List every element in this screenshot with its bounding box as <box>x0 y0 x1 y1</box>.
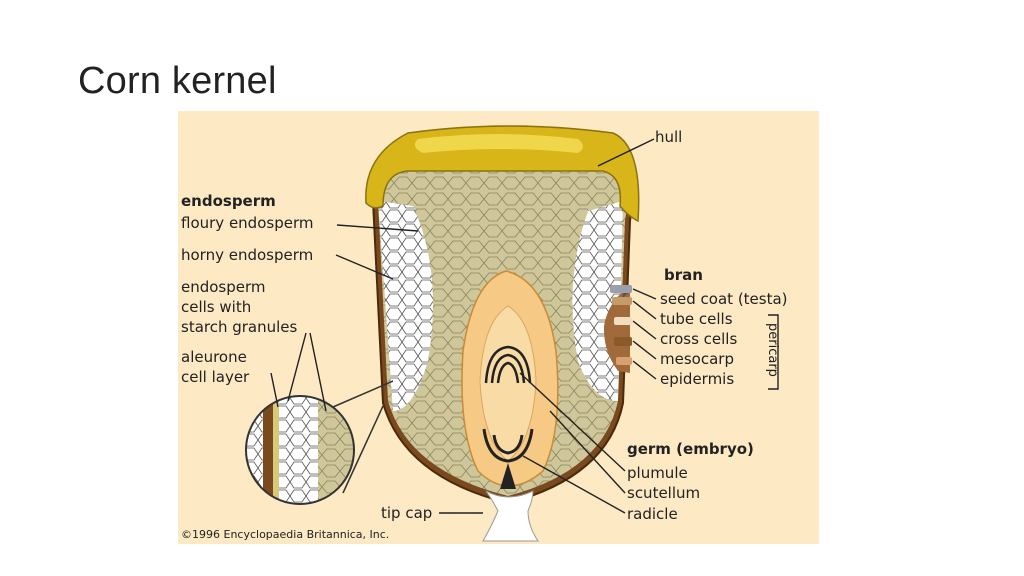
label-horny-endosperm: horny endosperm <box>181 246 314 264</box>
horny-endosperm-left <box>378 201 433 411</box>
label-pericarp: pericarp <box>765 323 780 377</box>
label-aleurone-2: cell layer <box>181 368 250 386</box>
label-floury-endosperm: floury endosperm <box>181 214 314 232</box>
corn-kernel-diagram: hull endosperm floury endosperm horny en… <box>178 111 819 544</box>
label-endosperm-cells-2: cells with <box>181 298 252 316</box>
label-bran-heading: bran <box>664 266 703 284</box>
label-hull: hull <box>655 128 683 146</box>
aleurone-zoom <box>246 396 354 504</box>
label-cross-cells: cross cells <box>660 330 738 348</box>
label-mesocarp: mesocarp <box>660 350 734 368</box>
label-endosperm-cells-3: starch granules <box>181 318 298 336</box>
copyright-notice: ©1996 Encyclopaedia Britannica, Inc. <box>181 528 390 541</box>
label-tip-cap: tip cap <box>381 504 433 522</box>
label-tube-cells: tube cells <box>660 310 733 328</box>
label-aleurone-1: aleurone <box>181 348 247 366</box>
label-endosperm-cells-1: endosperm <box>181 278 266 296</box>
label-radicle: radicle <box>627 505 678 523</box>
slide-title: Corn kernel <box>78 60 277 102</box>
label-endosperm-heading: endosperm <box>181 192 276 210</box>
bran-layers <box>603 285 632 373</box>
kernel-illustration <box>245 125 779 542</box>
tip-cap <box>482 490 539 542</box>
label-plumule: plumule <box>627 464 688 482</box>
label-epidermis: epidermis <box>660 370 735 388</box>
label-germ-heading: germ (embryo) <box>627 440 754 458</box>
label-scutellum: scutellum <box>627 484 701 502</box>
label-seed-coat: seed coat (testa) <box>660 290 788 308</box>
